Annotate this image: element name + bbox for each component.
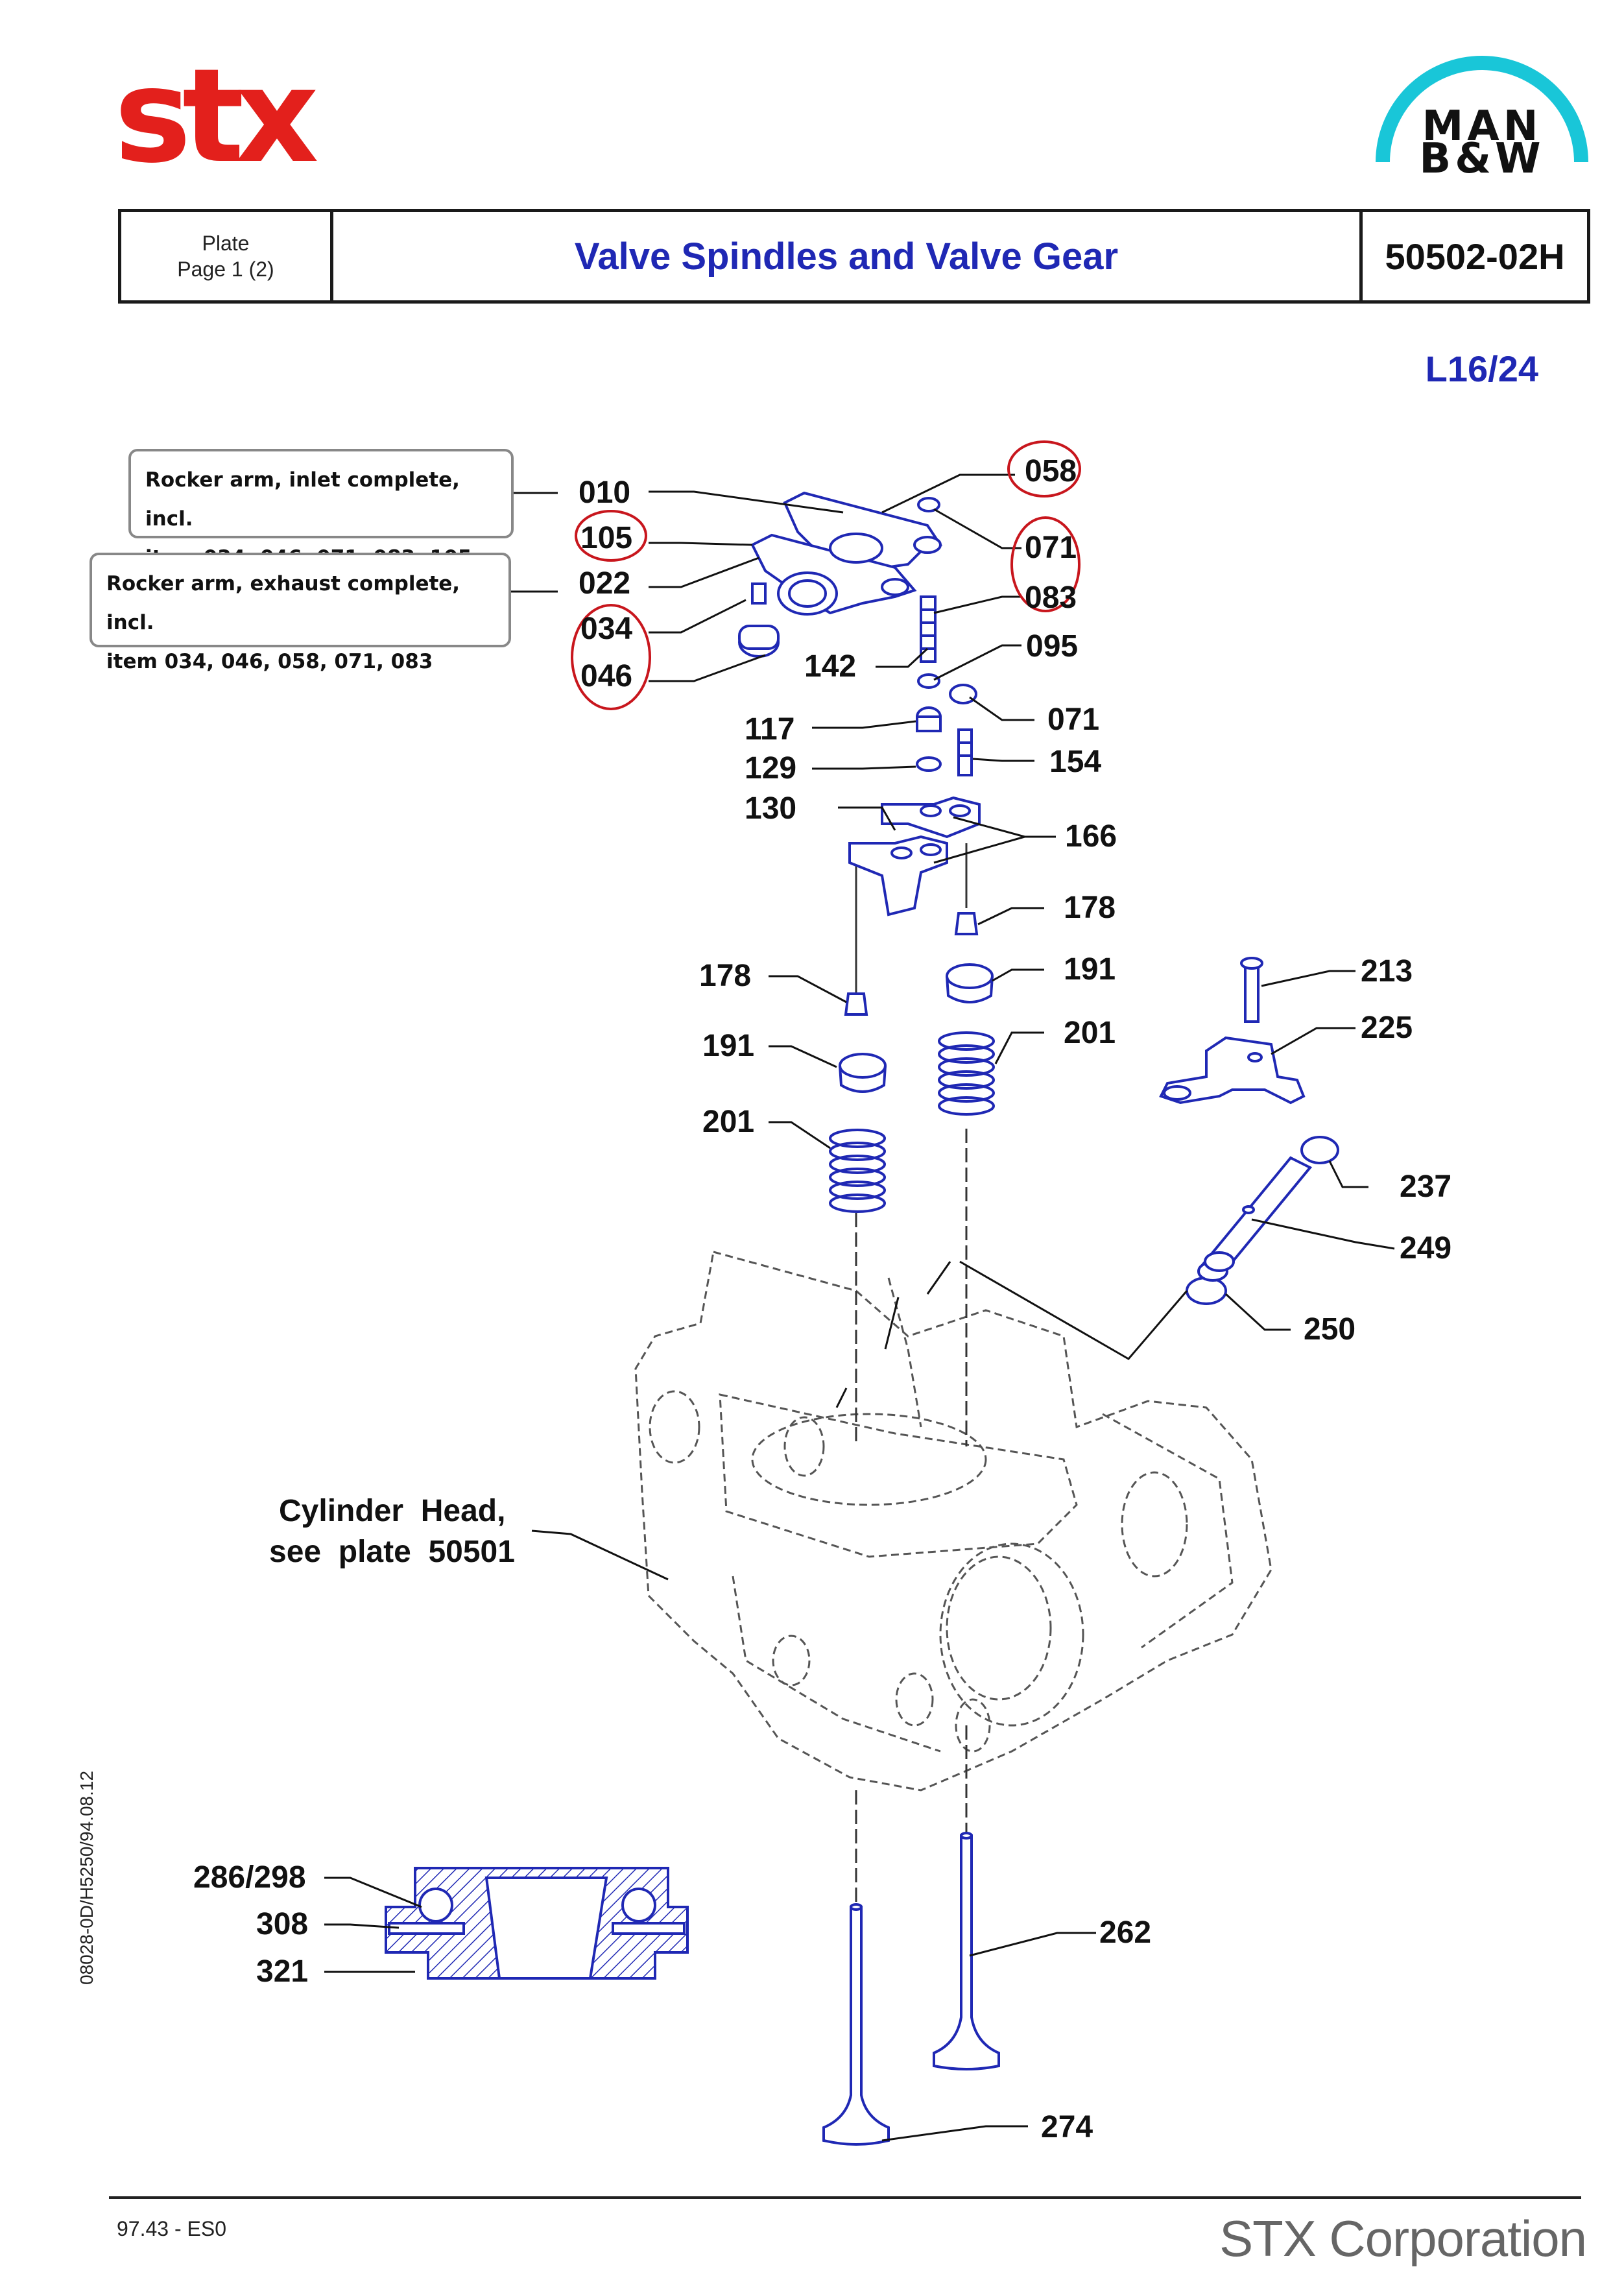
cylinder-head-note-line1: Cylinder Head, — [279, 1494, 505, 1528]
valve-bridge-parts — [844, 497, 981, 1016]
cylinder-head-note-line2: see plate 50501 — [269, 1535, 515, 1569]
part-label-201-right: 201 — [1064, 1016, 1116, 1050]
page-title: Valve Spindles and Valve Gear — [333, 212, 1363, 300]
part-label-083: 083 — [1025, 581, 1077, 615]
part-label-071-mid: 071 — [1047, 702, 1099, 737]
part-label-129: 129 — [745, 751, 796, 786]
part-label-166: 166 — [1065, 819, 1117, 854]
valve-seat-section — [385, 1867, 689, 1980]
highlight-circles — [571, 440, 1081, 710]
valve-axis-lines — [855, 843, 968, 1907]
stx-logo: stx — [114, 41, 361, 192]
rocker-arms — [738, 491, 943, 658]
valve-springs — [829, 963, 995, 1213]
part-label-095: 095 — [1026, 629, 1078, 664]
part-label-201-left: 201 — [702, 1105, 754, 1139]
part-label-105: 105 — [580, 521, 632, 555]
part-label-237: 237 — [1400, 1169, 1451, 1204]
plate-label: Plate — [202, 232, 250, 255]
part-label-071-top: 071 — [1025, 531, 1077, 565]
part-label-154: 154 — [1049, 745, 1101, 779]
footer-version: 97.43 - ES0 — [117, 2217, 226, 2240]
plate-page-cell: Plate Page 1 (2) — [121, 212, 333, 300]
part-label-058: 058 — [1025, 454, 1077, 488]
part-label-225: 225 — [1361, 1011, 1413, 1045]
pipe-and-bracket — [1159, 957, 1339, 1305]
man-logo-line1: MAN — [1422, 102, 1542, 150]
part-label-130: 130 — [745, 791, 796, 826]
part-label-010: 010 — [579, 475, 630, 510]
part-label-250: 250 — [1304, 1312, 1355, 1347]
callout-inlet-line1: Rocker arm, inlet complete, incl. — [145, 468, 460, 531]
header-table: Plate Page 1 (2) Valve Spindles and Valv… — [118, 209, 1590, 304]
part-label-178-right: 178 — [1064, 891, 1116, 925]
part-label-286-298: 286/298 — [193, 1860, 306, 1895]
leader-lines — [324, 474, 1395, 2142]
part-label-321: 321 — [256, 1954, 308, 1989]
part-label-262: 262 — [1099, 1915, 1151, 1950]
footer-divider — [109, 2196, 1581, 2199]
part-label-178-left: 178 — [699, 959, 751, 993]
part-label-191-right: 191 — [1064, 952, 1116, 987]
valve-spindles — [822, 1832, 1000, 2146]
part-label-046: 046 — [580, 659, 632, 693]
footer-company: STX Corporation — [1219, 2210, 1587, 2267]
engine-model: L16/24 — [1425, 348, 1538, 389]
plate-number: 50502-02H — [1385, 235, 1565, 277]
part-label-022: 022 — [579, 566, 630, 601]
part-label-249: 249 — [1400, 1231, 1451, 1265]
callout-exhaust-line1: Rocker arm, exhaust complete, incl. — [106, 572, 460, 634]
callout-rocker-arm-exhaust: Rocker arm, exhaust complete, incl. item… — [90, 553, 511, 673]
document-code: 08028-0D/H5250/94.08.12 — [77, 1770, 97, 1985]
part-label-213: 213 — [1361, 954, 1413, 989]
callout-rocker-arm-inlet: Rocker arm, inlet complete, incl. item 0… — [128, 449, 514, 570]
part-label-274: 274 — [1041, 2110, 1093, 2144]
part-label-034: 034 — [580, 612, 632, 646]
stx-logo-text: stx — [114, 64, 317, 175]
part-label-308: 308 — [256, 1907, 308, 1941]
cylinder-head-outline — [634, 1251, 1272, 1792]
part-label-117: 117 — [745, 712, 794, 747]
page-label: Page 1 (2) — [177, 258, 274, 281]
man-logo-line2: B&W — [1419, 135, 1545, 183]
callout-exhaust-line2: item 034, 046, 058, 071, 083 — [106, 650, 433, 673]
man-bw-logo: MAN B&W — [1368, 52, 1595, 183]
part-label-142: 142 — [804, 649, 856, 684]
part-label-191-left: 191 — [702, 1029, 754, 1063]
